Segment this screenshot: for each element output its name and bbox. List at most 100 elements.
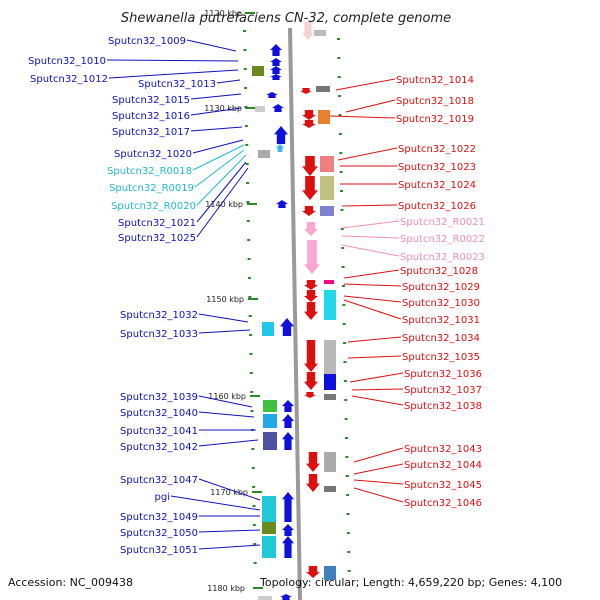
leader-line bbox=[353, 487, 404, 503]
gene-feature bbox=[304, 280, 318, 290]
gene-feature bbox=[263, 414, 277, 428]
minor-tick bbox=[249, 372, 253, 374]
gene-label: Sputcn32_1028 bbox=[400, 266, 478, 277]
leader-line bbox=[192, 139, 244, 154]
gene-label: Sputcn32_1010 bbox=[28, 56, 106, 67]
gene-feature bbox=[304, 290, 318, 302]
leader-line bbox=[337, 147, 398, 161]
gene-feature bbox=[300, 88, 312, 94]
leader-line bbox=[351, 388, 404, 391]
minor-tick bbox=[338, 133, 342, 135]
gene-feature bbox=[302, 156, 318, 176]
leader-line bbox=[190, 126, 243, 132]
gene-feature bbox=[316, 86, 330, 92]
minor-tick bbox=[252, 524, 256, 526]
scale-tick: 1170 kbp bbox=[210, 488, 262, 497]
leader-line bbox=[198, 395, 253, 408]
leader-line bbox=[198, 313, 249, 323]
leader-line bbox=[353, 463, 404, 475]
gene-label: Sputcn32_1030 bbox=[402, 298, 480, 309]
minor-tick bbox=[344, 437, 348, 439]
gene-label: Sputcn32_1045 bbox=[404, 480, 482, 491]
gene-feature bbox=[314, 30, 326, 36]
gene-label: Sputcn32_1014 bbox=[396, 75, 474, 86]
minor-tick bbox=[343, 380, 347, 382]
gene-feature bbox=[272, 104, 284, 112]
gene-feature bbox=[304, 302, 318, 320]
scale-tick: 1150 kbp bbox=[206, 295, 258, 304]
gene-feature bbox=[258, 150, 270, 158]
scale-tick: 1130 kbp bbox=[204, 104, 255, 113]
gene-feature bbox=[280, 318, 294, 336]
gene-feature bbox=[266, 92, 278, 98]
gene-feature bbox=[252, 66, 264, 76]
gene-feature bbox=[320, 156, 334, 172]
gene-feature bbox=[324, 340, 336, 374]
gene-label: Sputcn32_1039 bbox=[120, 392, 198, 403]
leader-line bbox=[341, 244, 400, 257]
gene-feature bbox=[318, 110, 330, 124]
minor-tick bbox=[245, 144, 249, 146]
leader-line bbox=[343, 295, 402, 303]
minor-tick bbox=[347, 551, 351, 553]
minor-tick bbox=[346, 532, 350, 534]
gene-label: Sputcn32_1044 bbox=[404, 460, 482, 471]
gene-label: Sputcn32_1018 bbox=[396, 96, 474, 107]
gene-feature bbox=[302, 176, 318, 200]
gene-feature bbox=[262, 496, 276, 524]
gene-feature bbox=[263, 432, 277, 450]
leader-line bbox=[194, 149, 245, 188]
gene-label: Sputcn32_1033 bbox=[120, 329, 198, 340]
minor-tick bbox=[246, 182, 250, 184]
gene-feature bbox=[282, 414, 294, 428]
gene-feature bbox=[320, 176, 334, 200]
gene-label: Sputcn32_1049 bbox=[120, 512, 198, 523]
minor-tick bbox=[339, 171, 343, 173]
gene-feature bbox=[304, 392, 316, 398]
scale-label: 1140 kbp bbox=[205, 200, 243, 209]
minor-tick bbox=[337, 38, 340, 40]
minor-tick bbox=[243, 30, 246, 32]
genome-backbone bbox=[288, 27, 302, 600]
minor-tick bbox=[343, 361, 347, 363]
gene-feature bbox=[304, 372, 318, 390]
gene-label: Sputcn32_R0021 bbox=[400, 217, 485, 228]
gene-feature bbox=[270, 44, 282, 56]
gene-label: Sputcn32_R0022 bbox=[400, 234, 485, 245]
gene-label: Sputcn32_1036 bbox=[404, 369, 482, 380]
leader-line bbox=[329, 115, 396, 119]
minor-tick bbox=[344, 399, 348, 401]
leader-line bbox=[335, 78, 396, 91]
gene-label: Sputcn32_1051 bbox=[120, 545, 198, 556]
scale-label: 1120 kbp bbox=[204, 9, 242, 18]
gene-label: Sputcn32_1046 bbox=[404, 498, 482, 509]
minor-tick bbox=[246, 220, 250, 222]
leader-line bbox=[347, 336, 402, 343]
gene-label: Sputcn32_1047 bbox=[120, 475, 198, 486]
leader-line bbox=[190, 107, 242, 116]
gene-feature bbox=[302, 22, 314, 40]
gene-label: Sputcn32_1041 bbox=[120, 426, 198, 437]
minor-tick bbox=[251, 448, 255, 450]
minor-tick bbox=[339, 152, 343, 154]
minor-tick bbox=[252, 505, 256, 507]
gene-features bbox=[252, 22, 336, 600]
minor-tick bbox=[338, 114, 342, 116]
scale-label: 1150 kbp bbox=[206, 295, 244, 304]
minor-tick bbox=[341, 285, 345, 287]
minor-tick bbox=[340, 228, 344, 230]
minor-tick bbox=[344, 418, 348, 420]
gene-feature bbox=[270, 58, 282, 66]
leader-line bbox=[343, 283, 402, 287]
minor-tick bbox=[243, 68, 247, 70]
minor-ticks bbox=[243, 30, 351, 572]
gene-feature bbox=[270, 74, 282, 80]
gene-feature bbox=[306, 566, 320, 578]
gene-feature bbox=[282, 536, 294, 558]
gene-label: Sputcn32_1016 bbox=[112, 111, 190, 122]
leader-line bbox=[341, 204, 398, 207]
scale-tick: 1160 kbp bbox=[208, 392, 260, 401]
leader-line bbox=[198, 544, 261, 550]
